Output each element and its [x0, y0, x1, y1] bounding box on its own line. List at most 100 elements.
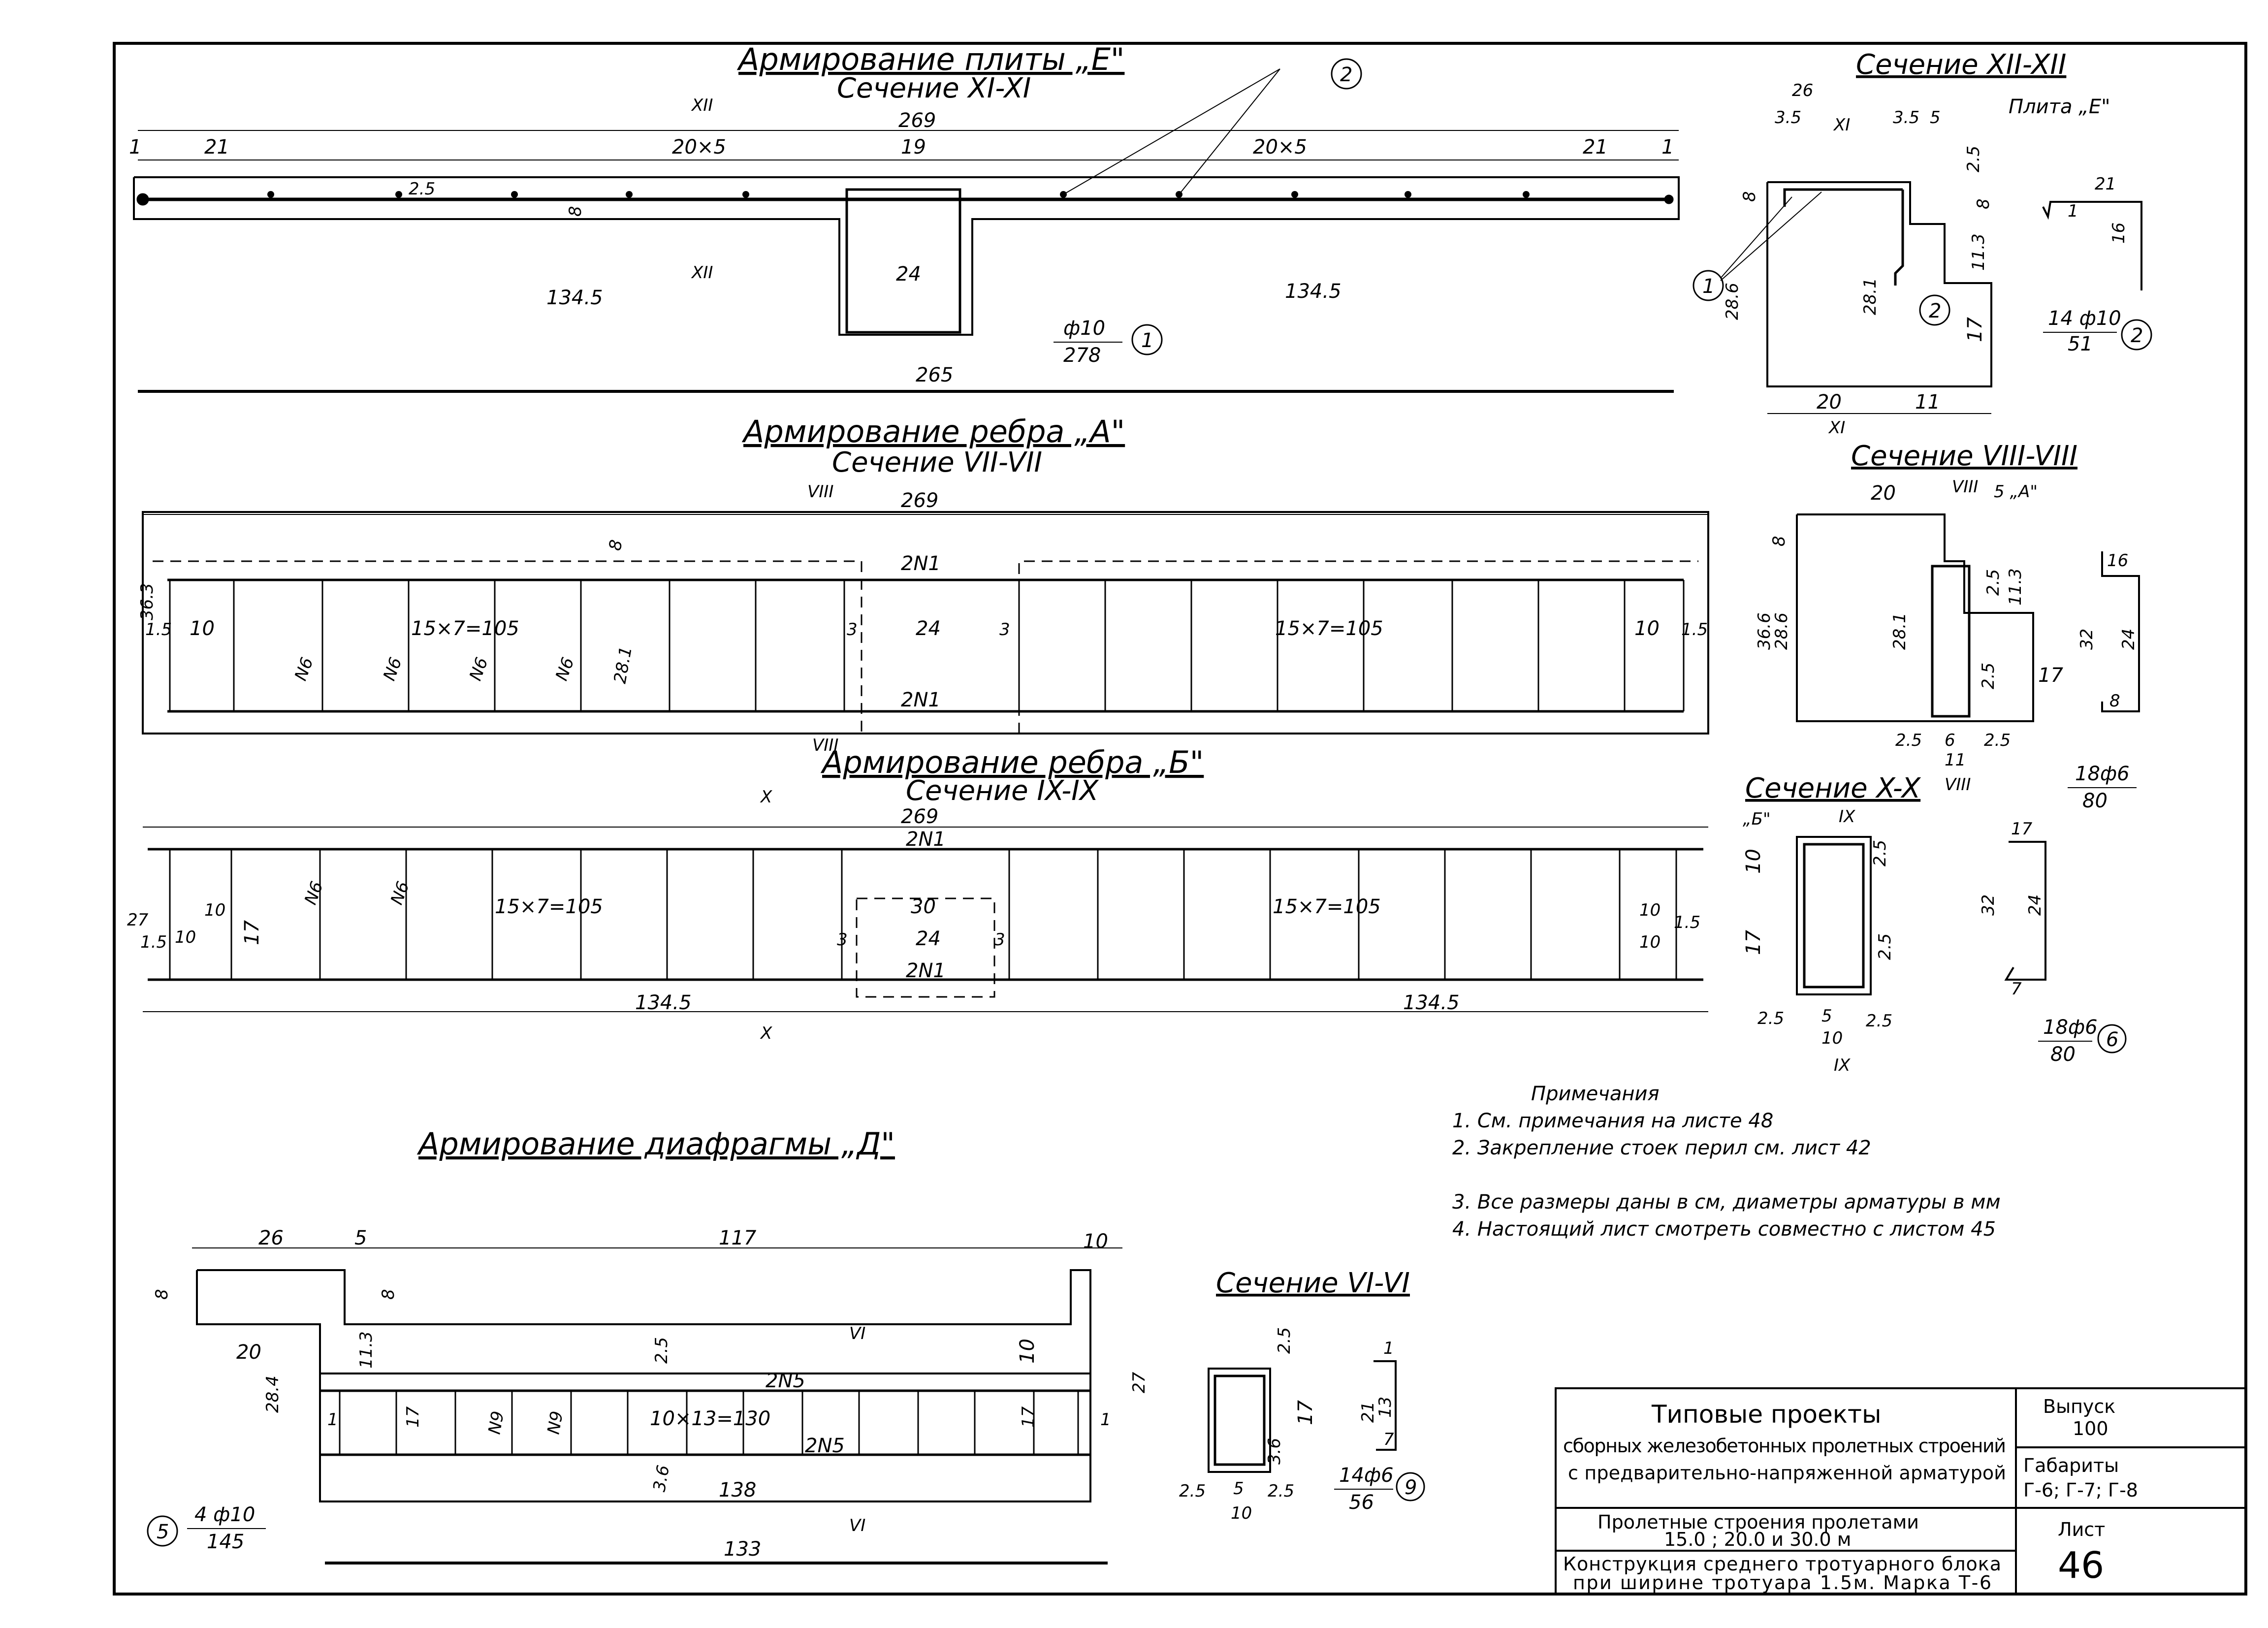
dim-10-b-left: 10 [175, 927, 196, 947]
section-mark-viii-bot: VIII [812, 735, 838, 755]
dim-2-5-xii: 2.5 [1964, 146, 1983, 172]
dim-2-5-viii-b: 2.5 [1979, 663, 1998, 689]
notes-heading: Примечания [1531, 1083, 1660, 1105]
sec-xii-title: Сечение XII-XII [1856, 49, 2066, 81]
section-mark-vi-top: VI [849, 1324, 865, 1343]
mark-2-leader-num: 2 [1340, 64, 1352, 86]
dim-8-viii: 8 [1769, 536, 1789, 546]
mark-6-top: 18ф6 [2075, 763, 2130, 785]
rib-a-drawing: Армирование ребра „А" Сечение VII-VII VI… [137, 414, 1709, 755]
dim-3-a-left: 3 [847, 620, 858, 639]
dim-17-xii: 17 [1964, 317, 1986, 342]
dim-2-5-viii-l: 2.5 [1895, 731, 1922, 750]
dim-11-xii: 11 [1915, 391, 1940, 414]
dim-269-rib-b: 269 [901, 805, 938, 828]
bar9-dim-21: 21 [1358, 1402, 1378, 1423]
bar9-dim-13: 13 [1375, 1397, 1395, 1418]
dim-10-b-left2: 10 [204, 900, 225, 920]
stamp-vypusk-label: Выпуск [2043, 1396, 2115, 1417]
section-mark-xii-bot: XII [691, 263, 713, 283]
dim-11-3-d: 11.3 [356, 1331, 376, 1369]
dim-8-plate: 8 [566, 206, 585, 217]
dim-15x7-a-left: 15×7=105 [411, 617, 519, 640]
dim-10-x-bot: 10 [1821, 1028, 1843, 1048]
dim-134-5-right: 134.5 [1285, 280, 1342, 303]
rib-b-title: Армирование ребра „Б" [820, 744, 1204, 780]
note-1: 1. См. примечания на листе 48 [1452, 1110, 1773, 1132]
dim-8-d-mid: 8 [379, 1289, 398, 1300]
dim-269-plate: 269 [898, 109, 936, 132]
mark-5-bottom: 145 [207, 1531, 244, 1553]
section-mark-xi-bot: XI [1828, 418, 1845, 438]
section-mark-viii-top: VIII [807, 482, 833, 502]
bar6b-dim-17: 17 [2011, 819, 2033, 839]
dim-n6-1: N6 [291, 655, 318, 683]
stamp-line-5: 15.0 ; 20.0 и 30.0 м [1664, 1529, 1851, 1550]
dim-134-5-b-right: 134.5 [1403, 991, 1460, 1014]
label-a: 5 „А" [1994, 482, 2038, 502]
bar9-dim-7: 7 [1383, 1430, 1394, 1449]
bar6b-dim-32: 32 [1979, 894, 1998, 916]
bar2-dim-16: 16 [2109, 223, 2129, 244]
bar6-dim-32: 32 [2077, 629, 2097, 650]
dim-20-xii: 20 [1817, 391, 1842, 414]
dim-2n1-a-bot: 2N1 [901, 689, 941, 711]
dim-2-5-x-top: 2.5 [1870, 840, 1890, 866]
stamp-gabarity: Г-6; Г-7; Г-8 [2023, 1479, 2138, 1501]
dim-2-5-d: 2.5 [652, 1337, 671, 1364]
dim-2n5-d-top: 2N5 [766, 1370, 805, 1392]
plate-e-drawing: Армирование плиты „Е" Сечение XI-XI 269 … [129, 41, 1680, 393]
section-mark-viii-a: VIII [1952, 477, 1978, 497]
dim-6-viii: 6 [1945, 731, 1955, 750]
stamp-vypusk: 100 [2073, 1418, 2108, 1439]
dim-1-left: 1 [129, 136, 141, 159]
dim-2-5-vi-top: 2.5 [1275, 1327, 1294, 1354]
dim-28-1-a: 28.1 [610, 645, 636, 685]
dim-26-xii: 26 [1792, 81, 1813, 100]
dim-19: 19 [901, 136, 926, 159]
dim-8-xii: 8 [1740, 191, 1759, 202]
dim-17-d-left: 17 [403, 1406, 423, 1428]
stamp-line-7: при ширине тротуара 1.5м. Марка Т-6 [1573, 1572, 1991, 1594]
dim-21-left: 21 [204, 136, 229, 159]
sheet-frame [113, 42, 2247, 1596]
dim-11-3-xii: 11.3 [1969, 233, 1988, 271]
mark-9-top: 14ф6 [1339, 1464, 1394, 1487]
section-mark-ix-top: IX [1839, 807, 1855, 827]
stamp-gabarity-label: Габариты [2023, 1455, 2119, 1476]
dim-2-5-vi-r: 2.5 [1268, 1481, 1294, 1501]
stamp-list-label: Лист [2058, 1519, 2105, 1540]
sec-vi-title: Сечение VI-VI [1216, 1267, 1410, 1299]
dim-n6-b2: N6 [387, 879, 414, 907]
rib-b-section-title: Сечение IX-IX [906, 775, 1099, 807]
stamp-line-4: Пролетные строения пролетами [1597, 1511, 1919, 1533]
dim-28-4-d: 28.4 [263, 1375, 283, 1413]
dim-10-d-right: 10 [1016, 1339, 1039, 1364]
bar6-dim-16: 16 [2107, 551, 2128, 571]
stamp-list: 46 [2058, 1544, 2104, 1587]
dim-11-3-viii: 11.3 [2006, 568, 2025, 606]
sec-x-title: Сечение X-X [1745, 772, 1921, 804]
dim-1-5-b-left: 1.5 [140, 932, 167, 952]
mark-6-num: 6 [2106, 1028, 2118, 1051]
mark-6-bottom: 80 [2082, 790, 2108, 812]
diaphragm-drawing: Армирование диафрагмы „Д" 26 5 117 10 8 … [147, 1126, 1149, 1564]
dim-15x7-b-left: 15×7=105 [495, 895, 603, 918]
stamp-line-1: Типовые проекты [1651, 1400, 1882, 1429]
note-3: 3. Все размеры даны в см, диаметры армат… [1452, 1191, 2001, 1213]
bar6b-dim-24: 24 [2025, 894, 2045, 916]
dim-8-xii-right: 8 [1974, 198, 1993, 209]
dim-2-5-viii-a: 2.5 [1983, 569, 2003, 596]
dim-138: 138 [719, 1479, 756, 1501]
mark-5-top: 4 ф10 [194, 1503, 255, 1526]
mark-2-num: 2 [2131, 324, 2143, 347]
dim-134-5-left: 134.5 [546, 287, 603, 309]
section-mark-vi-bot: VI [849, 1516, 865, 1535]
section-mark-xii-top: XII [691, 96, 713, 115]
bar6-dim-8: 8 [2109, 691, 2120, 711]
dim-2-5-x-l: 2.5 [1757, 1009, 1784, 1028]
dim-3-5-xii-right: 3.5 [1893, 108, 1919, 128]
dim-17-vi: 17 [1294, 1400, 1317, 1425]
dim-n6-b1: N6 [301, 879, 327, 907]
dim-28-1-viii: 28.1 [1890, 612, 1910, 650]
